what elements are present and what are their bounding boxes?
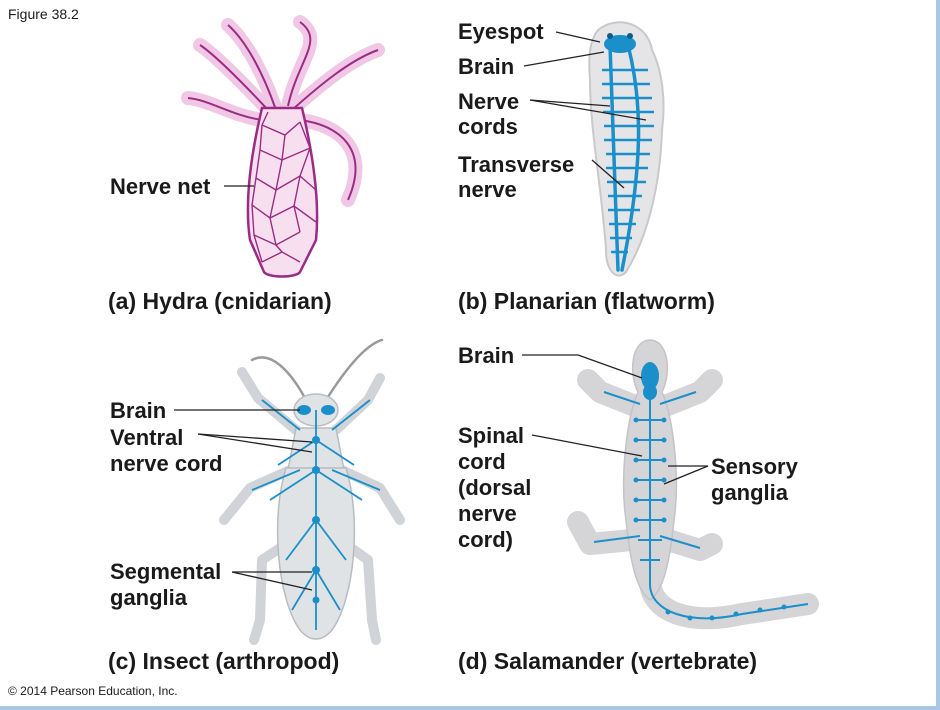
spinal-cord-label-line4: nerve [458, 501, 517, 526]
spinal-cord-label-line3: (dorsal [458, 475, 532, 500]
transverse-nerve-label-line2: nerve [458, 177, 517, 202]
salamander-illustration [567, 339, 819, 630]
figure-label: Figure 38.2 [8, 6, 79, 22]
spinal-cord-label-line2: cord [458, 449, 506, 474]
ventral-nerve-cord-label-line2: nerve cord [110, 451, 223, 476]
insect-illustration [219, 338, 405, 645]
copyright-credit: © 2014 Pearson Education, Inc. [8, 684, 178, 698]
planarian-brain-label: Brain [458, 54, 515, 79]
panel-b-caption: (b) Planarian (flatworm) [458, 288, 715, 314]
nerve-cords-label-line1: Nerve [458, 89, 520, 114]
panel-a-caption: (a) Hydra (cnidarian) [108, 288, 332, 314]
insect-brain-label: Brain [110, 398, 167, 423]
leader-lines [174, 31, 709, 591]
ventral-nerve-cord-label-line1: Ventral [110, 425, 184, 450]
panel-c-caption: (c) Insect (arthropod) [108, 648, 340, 674]
salamander-brain-label: Brain [458, 343, 515, 368]
sensory-ganglia-label-line1: Sensory [711, 454, 798, 479]
nerve-cords-label-line2: cords [458, 114, 518, 139]
eyespot-label: Eyespot [458, 19, 544, 44]
segmental-ganglia-label-line1: Segmental [110, 559, 222, 584]
panel-d-caption: (d) Salamander (vertebrate) [458, 648, 758, 674]
spinal-cord-label-line5: cord) [458, 527, 513, 552]
hydra-illustration [181, 15, 385, 278]
spinal-cord-label-line1: Spinal [458, 423, 525, 448]
nerve-net-label: Nerve net [110, 174, 211, 199]
planarian-illustration [588, 21, 665, 277]
transverse-nerve-label-line1: Transverse [458, 152, 575, 177]
sensory-ganglia-label-line2: ganglia [711, 480, 789, 505]
segmental-ganglia-label-line2: ganglia [110, 585, 188, 610]
